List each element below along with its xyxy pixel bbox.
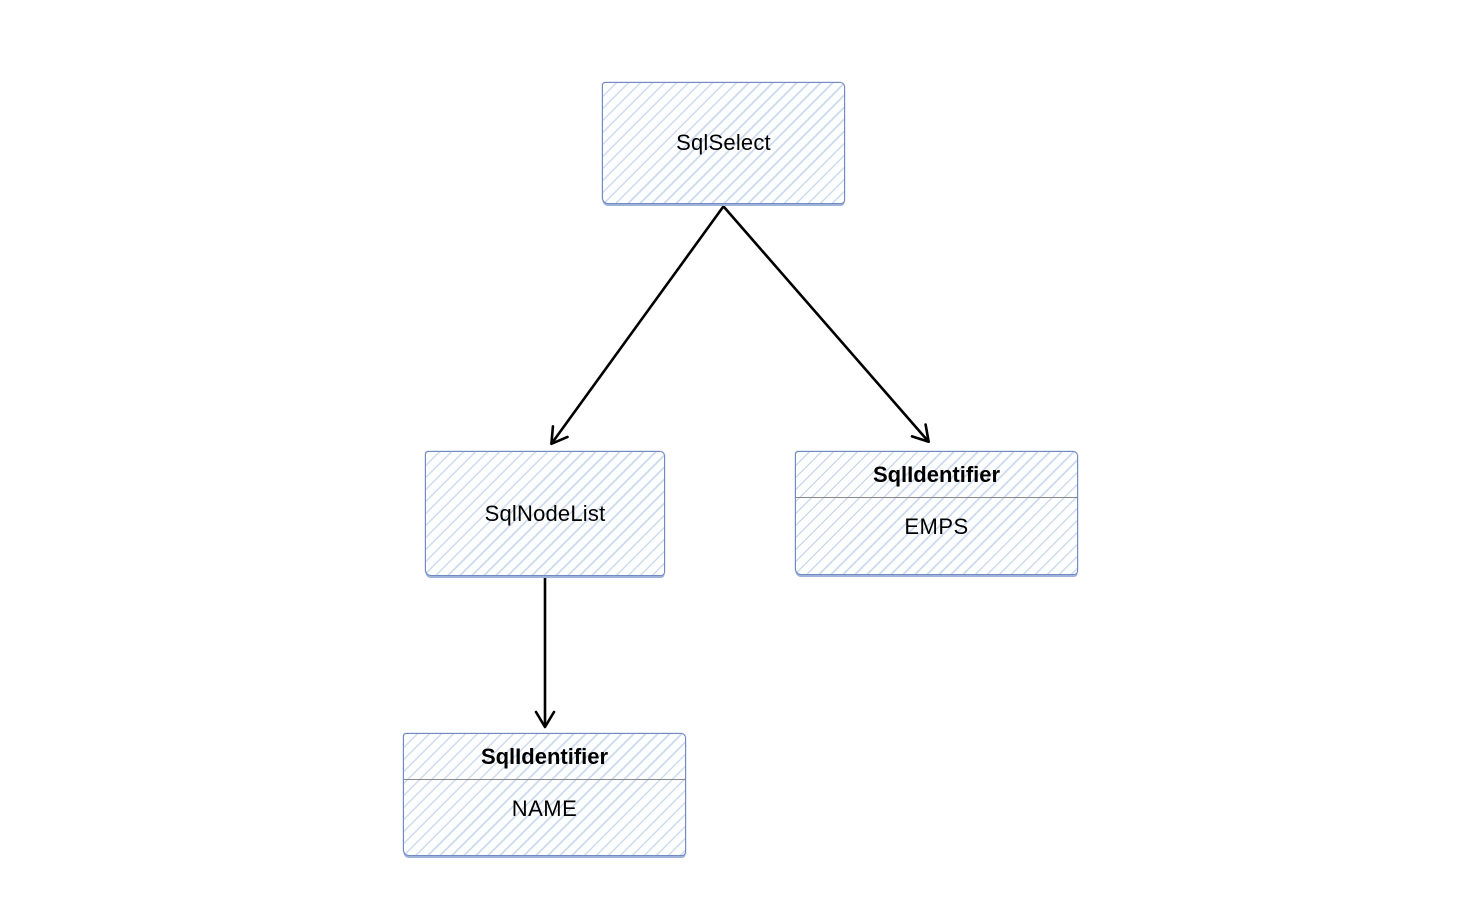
node-sqlselect: SqlSelect	[602, 82, 845, 204]
edge-sqlselect-identifier-emps	[722, 205, 930, 444]
node-sqlidentifier-emps-title: SqlIdentifier	[796, 452, 1077, 498]
node-sqlidentifier-name: SqlIdentifier NAME	[403, 733, 686, 856]
node-sqlidentifier-name-value: NAME	[511, 796, 578, 821]
node-sqlidentifier-emps: SqlIdentifier EMPS	[795, 451, 1078, 575]
edge-sqlselect-sqlnodelist	[550, 205, 725, 446]
node-sqlnodelist: SqlNodeList	[425, 451, 665, 576]
node-sqlnodelist-label: SqlNodeList	[484, 500, 606, 526]
node-sqlidentifier-name-title: SqlIdentifier	[404, 734, 685, 780]
node-sqlidentifier-emps-value: EMPS	[904, 514, 969, 539]
node-sqlselect-label: SqlSelect	[676, 130, 771, 155]
